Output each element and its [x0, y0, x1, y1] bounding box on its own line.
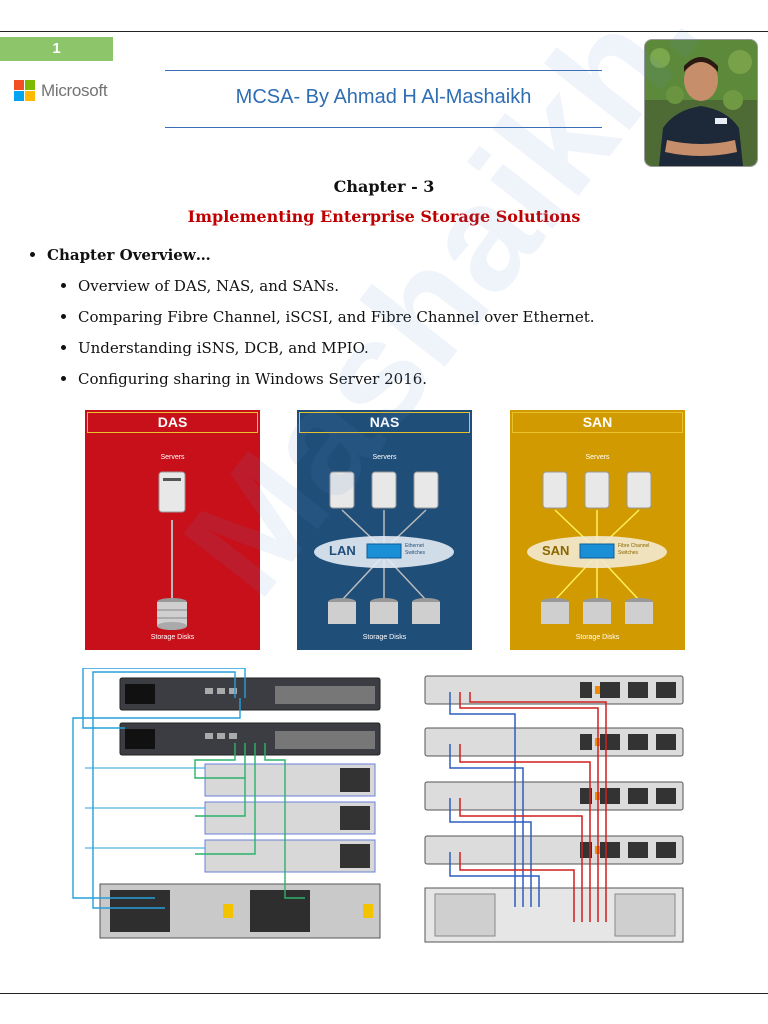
overview-item: Overview of DAS, NAS, and SANs. — [61, 277, 339, 295]
microsoft-logo: Microsoft — [14, 80, 108, 101]
bottom-rule — [0, 993, 768, 994]
page-number: 1 — [0, 37, 113, 61]
nas-disks-label: Storage Disks — [362, 634, 407, 641]
das-diagram: DAS Servers Storage Disks — [85, 410, 260, 650]
header-title: MCSA- By Ahmad H Al-Mashaikh — [235, 86, 532, 108]
top-rule — [0, 31, 768, 32]
switch-cabling-diagram — [72, 668, 381, 939]
san-disks-label: Storage Disks — [575, 634, 620, 641]
microsoft-logo-icon — [14, 80, 35, 101]
author-photo — [644, 39, 758, 167]
header-rule-bottom — [165, 127, 602, 128]
nas-diagram: NAS Servers LAN Ethernet Switches Storag… — [297, 410, 472, 650]
header-rule-top — [165, 70, 602, 71]
chapter-title: Implementing Enterprise Storage Solution… — [187, 207, 581, 226]
das-drawing — [157, 471, 187, 630]
overview-item: Configuring sharing in Windows Server 20… — [61, 370, 427, 388]
san-servers-label: Servers — [585, 454, 610, 461]
overview-item: Understanding iSNS, DCB, and MPIO. — [61, 339, 369, 357]
nas-lan-label: LAN — [329, 543, 356, 558]
das-disks-label: Storage Disks — [150, 634, 195, 641]
overview-item: Comparing Fibre Channel, iSCSI, and Fibr… — [61, 308, 595, 326]
nas-switch-label: Ethernet Switches — [405, 543, 426, 556]
overview-heading: Chapter Overview… — [30, 246, 211, 264]
nas-servers-label: Servers — [372, 454, 397, 461]
san-diagram: SAN Servers SAN Fibre Channel Switches S… — [510, 410, 685, 650]
san-title: SAN — [512, 412, 683, 433]
das-title: DAS — [87, 412, 258, 433]
san-switch-label: Fibre Channel Switches — [618, 543, 650, 556]
nas-title: NAS — [299, 412, 470, 433]
das-servers-label: Servers — [160, 454, 185, 461]
microsoft-wordmark: Microsoft — [41, 80, 108, 100]
san-drawing — [527, 471, 667, 624]
nas-drawing — [314, 471, 454, 624]
chapter-number: Chapter - 3 — [333, 177, 435, 196]
san-network-label: SAN — [542, 543, 570, 558]
server-cabling-diagram — [424, 675, 684, 943]
